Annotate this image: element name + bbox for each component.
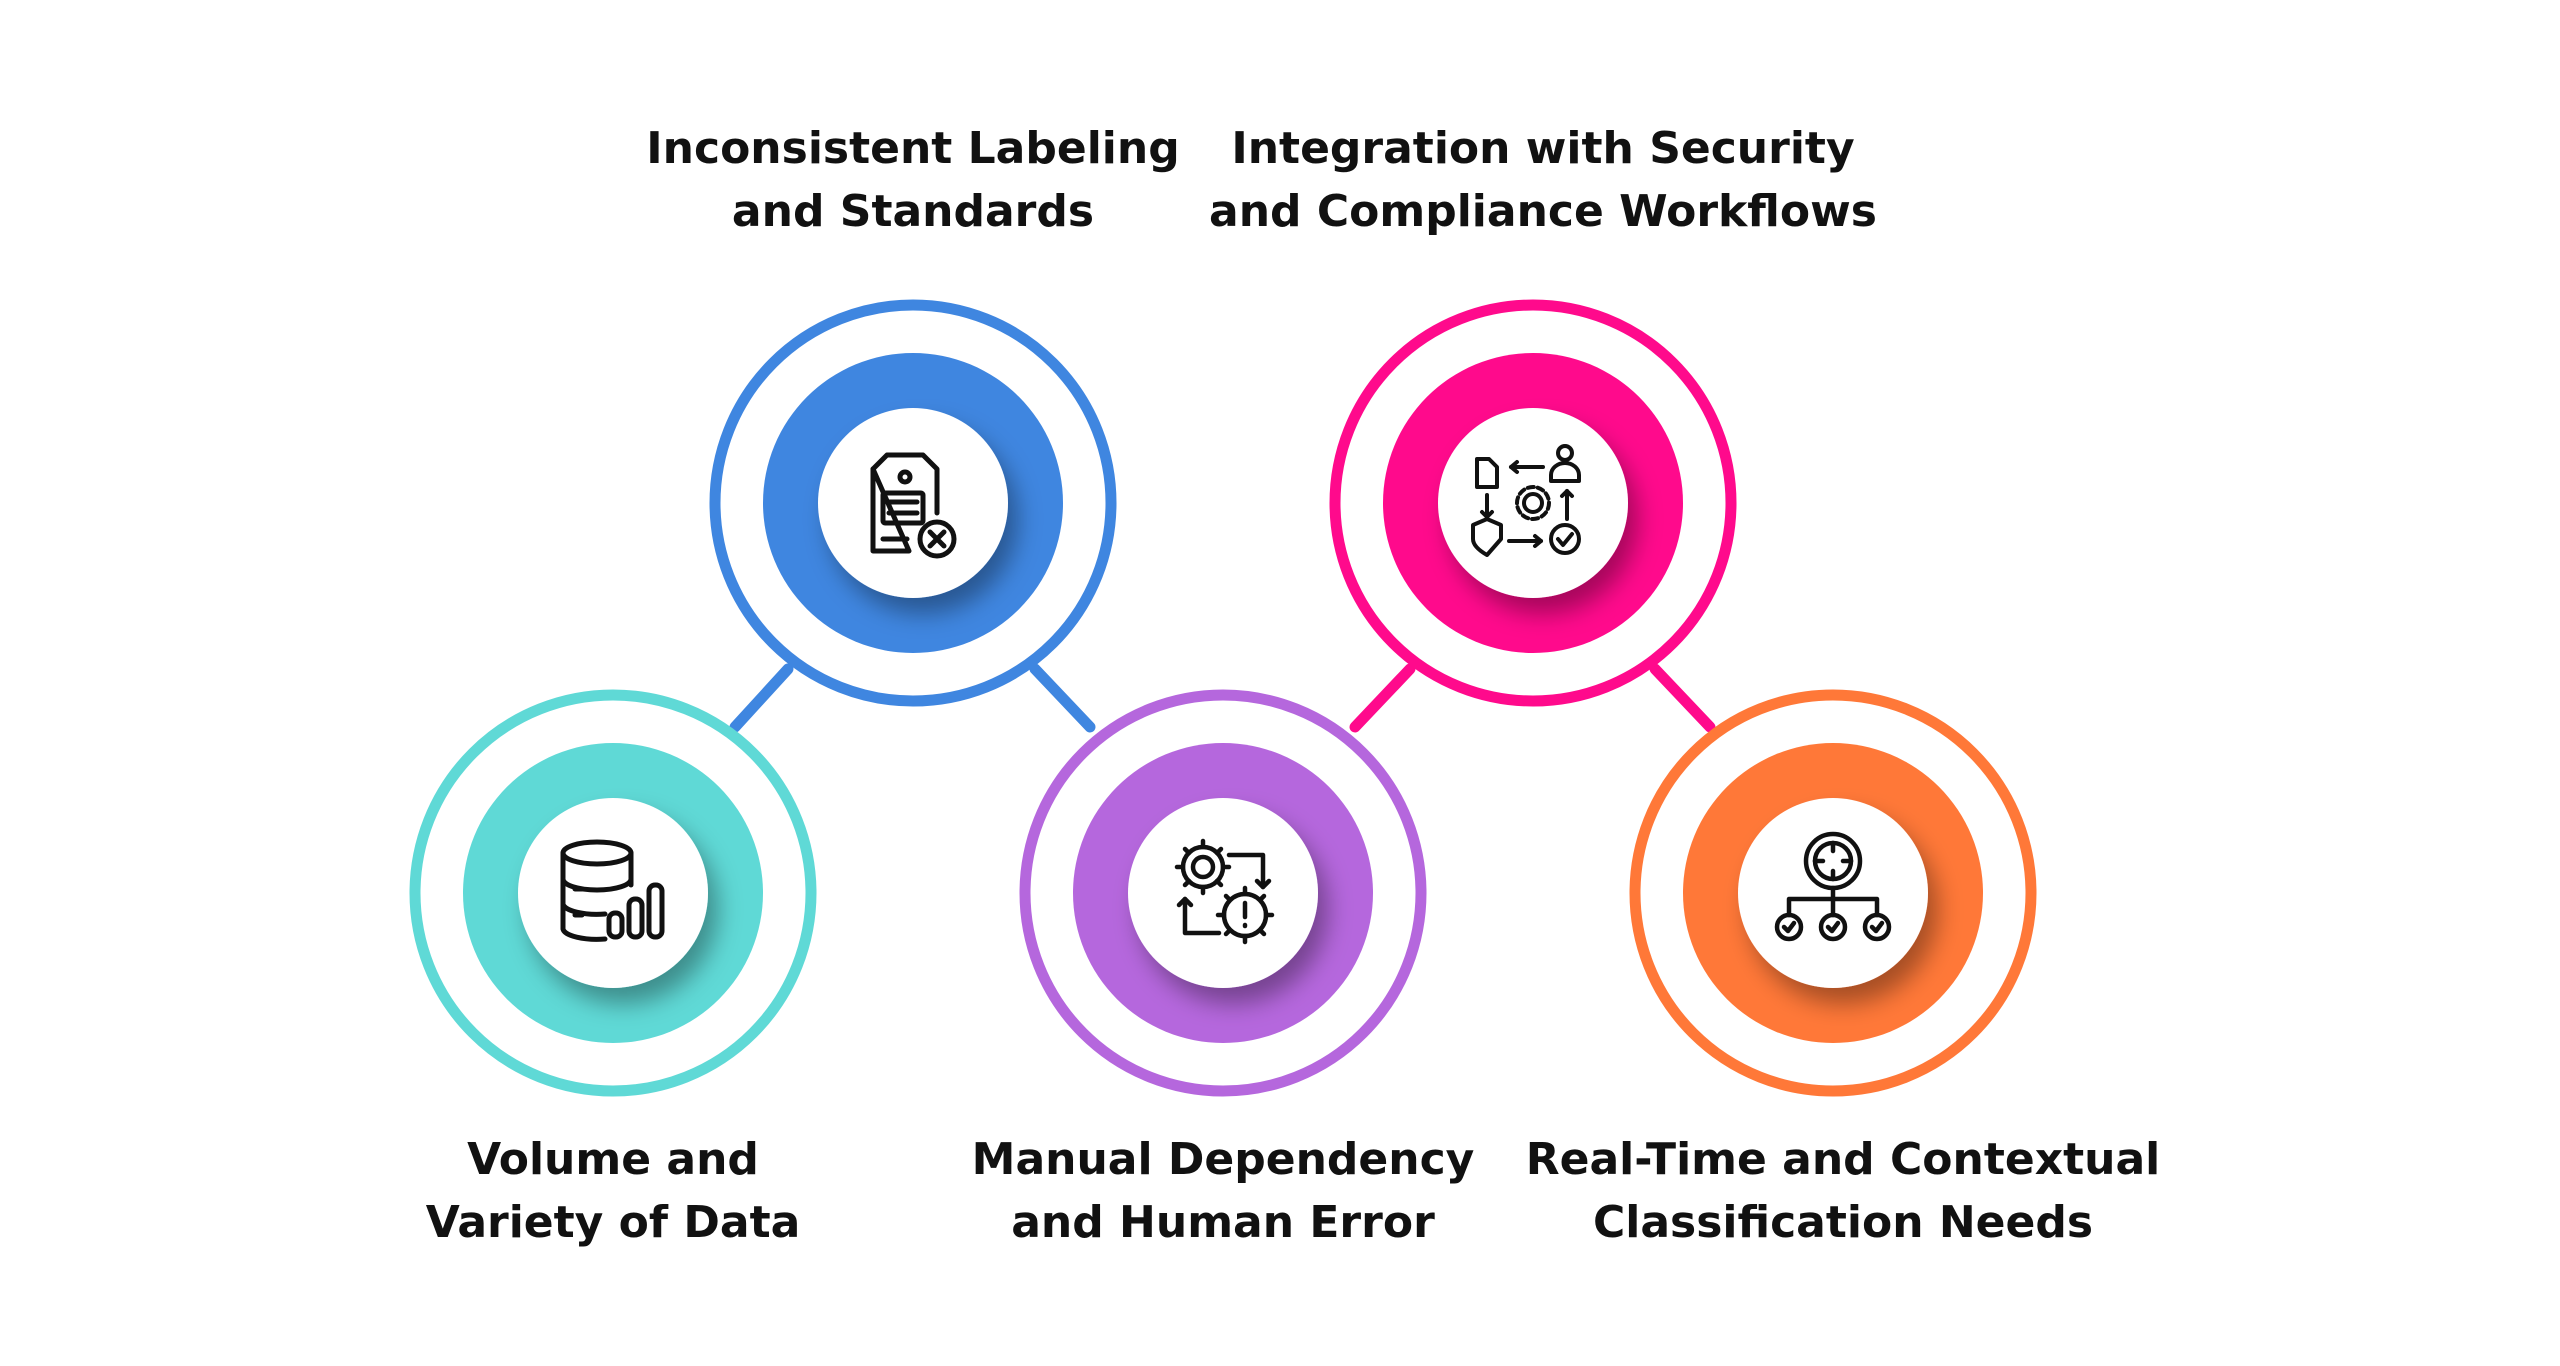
database-chart-icon xyxy=(560,839,665,942)
label-manual-dependency: Manual Dependency and Human Error xyxy=(843,1128,1603,1254)
node-security-integration xyxy=(1329,299,1737,707)
label-line: and Human Error xyxy=(1011,1197,1435,1248)
outer-ring xyxy=(1629,689,2037,1097)
label-line: Integration with Security xyxy=(1231,123,1855,174)
label-line: Manual Dependency xyxy=(971,1134,1475,1185)
connector-line xyxy=(729,663,794,733)
node-volume-variety xyxy=(409,689,817,1097)
icon-plate xyxy=(1438,408,1628,598)
label-security-integration: Integration with Security and Compliance… xyxy=(1163,117,1923,243)
node-inconsistent-labeling xyxy=(709,299,1117,707)
label-volume-variety: Volume and Variety of Data xyxy=(233,1128,993,1254)
outer-ring xyxy=(409,689,817,1097)
outer-ring xyxy=(1019,689,1427,1097)
label-line: Inconsistent Labeling xyxy=(646,123,1180,174)
label-line: and Standards xyxy=(731,186,1095,237)
label-inconsistent-labeling: Inconsistent Labeling and Standards xyxy=(533,117,1293,243)
node-realtime-contextual xyxy=(1629,689,2037,1097)
gears-warning-icon xyxy=(1174,838,1275,945)
outer-ring xyxy=(709,299,1117,707)
connector-line xyxy=(1349,663,1416,733)
icon-plate xyxy=(1128,798,1318,988)
connector-line xyxy=(1649,663,1716,733)
target-hierarchy-icon xyxy=(1774,831,1892,942)
label-line: Real-Time and Contextual xyxy=(1525,1134,2161,1185)
node-manual-dependency xyxy=(1019,689,1427,1097)
connector-line xyxy=(1029,663,1096,733)
tag-error-icon xyxy=(870,452,957,559)
label-realtime-contextual: Real-Time and Contextual Classification … xyxy=(1463,1128,2223,1254)
label-line: and Compliance Workflows xyxy=(1209,186,1877,237)
label-line: Volume and xyxy=(467,1134,759,1185)
workflow-shield-icon xyxy=(1471,444,1581,557)
label-line: Variety of Data xyxy=(425,1197,801,1248)
icon-plate xyxy=(518,798,708,988)
label-line: Classification Needs xyxy=(1592,1197,2094,1248)
outer-ring xyxy=(1329,299,1737,707)
